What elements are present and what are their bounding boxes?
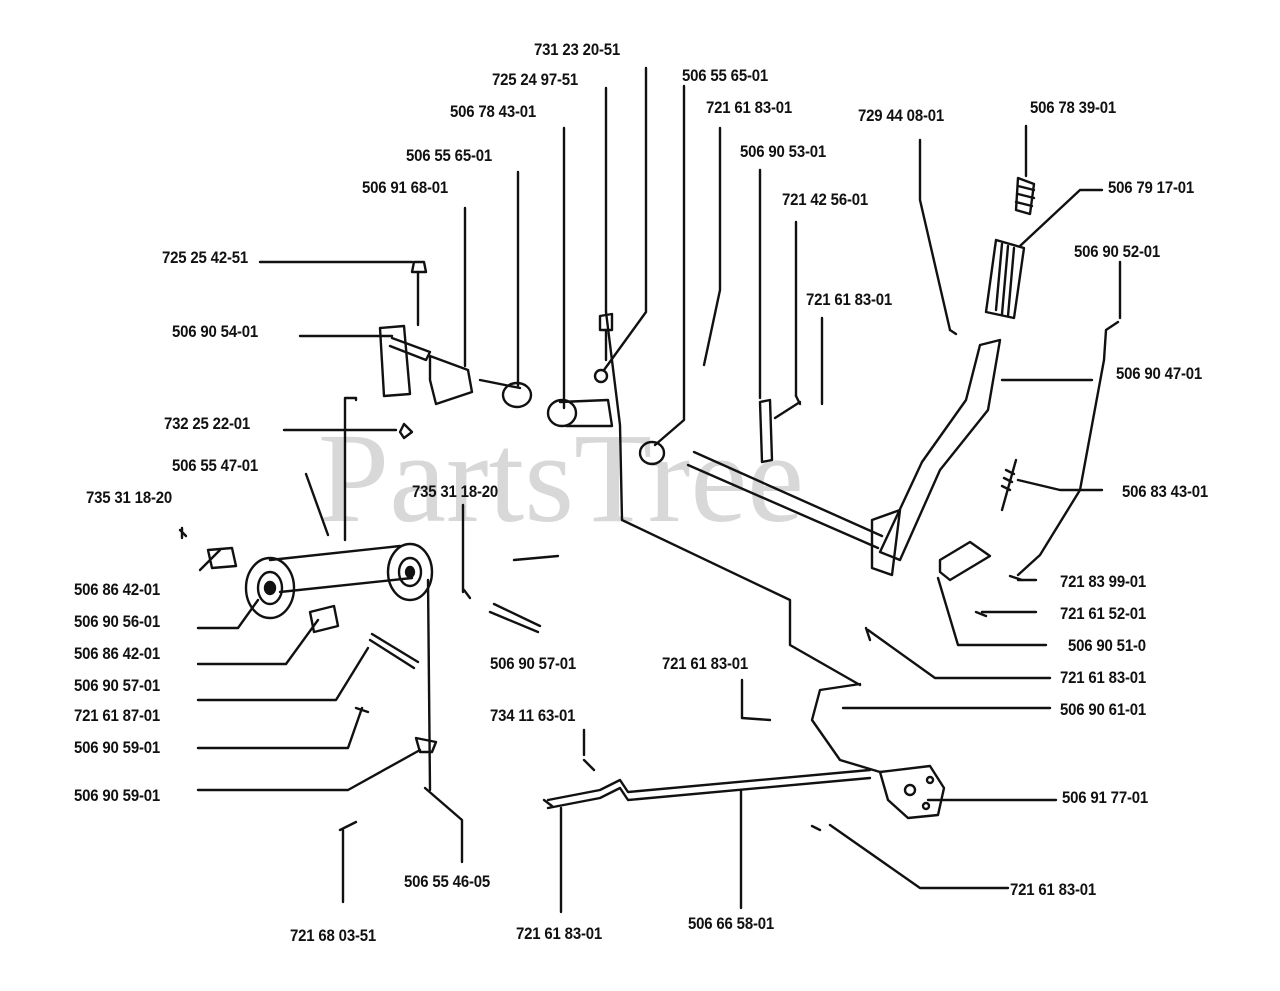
part-label: 732 25 22-01 — [164, 414, 251, 433]
plate — [878, 764, 946, 820]
part-label: 721 61 83-01 — [706, 98, 793, 117]
part-label: 721 61 83-01 — [1010, 880, 1097, 899]
part-label: 721 61 87-01 — [74, 706, 161, 725]
part-label: 506 86 42-01 — [74, 644, 161, 663]
right-rod — [1016, 320, 1120, 577]
part-label: 721 68 03-51 — [290, 926, 377, 945]
spring — [1014, 176, 1036, 216]
lower-rod — [546, 768, 872, 810]
part-label: 506 66 58-01 — [688, 914, 775, 933]
part-label: 506 90 59-01 — [74, 738, 161, 757]
part-label: 506 90 47-01 — [1116, 364, 1203, 383]
part-label: 506 78 43-01 — [450, 102, 537, 121]
bushing — [206, 546, 238, 570]
watermark: PartsTree — [318, 407, 804, 549]
main-shaft — [686, 450, 884, 550]
part-label: 506 90 54-01 — [172, 322, 259, 341]
part-label: 721 83 99-01 — [1060, 572, 1147, 591]
part-label: 506 91 77-01 — [1062, 788, 1149, 807]
upper-assembly — [378, 260, 666, 466]
part-label: 506 91 68-01 — [362, 178, 449, 197]
part-label: 734 11 63-01 — [490, 706, 576, 725]
small-bolts — [178, 328, 1024, 832]
part-label: 735 31 18-20 — [86, 488, 173, 507]
bushing — [308, 604, 340, 634]
part-label: 506 90 56-01 — [74, 612, 161, 631]
pin — [488, 602, 542, 634]
part-label: 506 90 57-01 — [74, 676, 161, 695]
part-label: 506 55 46-05 — [404, 872, 491, 891]
part-label: 506 55 47-01 — [172, 456, 259, 475]
part-label: 506 90 51-0 — [1068, 636, 1146, 655]
part-label: 721 42 56-01 — [782, 190, 869, 209]
bracket — [938, 540, 992, 582]
part-label: 506 83 43-01 — [1122, 482, 1209, 501]
small-spring — [1000, 458, 1018, 512]
part-label: 735 31 18-20 — [412, 482, 499, 501]
part-label: 721 61 83-01 — [662, 654, 749, 673]
part-label: 721 61 83-01 — [1060, 668, 1147, 687]
lever — [810, 682, 882, 774]
part-label: 506 78 39-01 — [1030, 98, 1117, 117]
part-label: 721 61 83-01 — [806, 290, 893, 309]
part-label: 721 61 83-01 — [516, 924, 603, 943]
part-label: 506 90 61-01 — [1060, 700, 1147, 719]
part-label: 506 86 42-01 — [74, 580, 161, 599]
part-label: 506 90 57-01 — [490, 654, 577, 673]
part-label: 506 79 17-01 — [1108, 178, 1195, 197]
leader-lines — [180, 66, 1122, 914]
part-label: 731 23 20-51 — [534, 40, 621, 59]
part-label: 506 90 59-01 — [74, 786, 161, 805]
part-label: 721 61 52-01 — [1060, 604, 1147, 623]
part-label: 506 55 65-01 — [682, 66, 769, 85]
part-label: 506 90 52-01 — [1074, 242, 1161, 261]
part-label: 729 44 08-01 — [858, 106, 945, 125]
part-label: 506 90 53-01 — [740, 142, 827, 161]
part-label: 725 25 42-51 — [162, 248, 249, 267]
pulley-left — [244, 556, 296, 620]
part-label: 506 55 65-01 — [406, 146, 493, 165]
pedal-pad — [984, 238, 1026, 320]
pulley-right — [386, 542, 434, 602]
pin — [368, 632, 420, 670]
pedal-arm — [870, 338, 1002, 577]
part-label: 725 24 97-51 — [492, 70, 579, 89]
